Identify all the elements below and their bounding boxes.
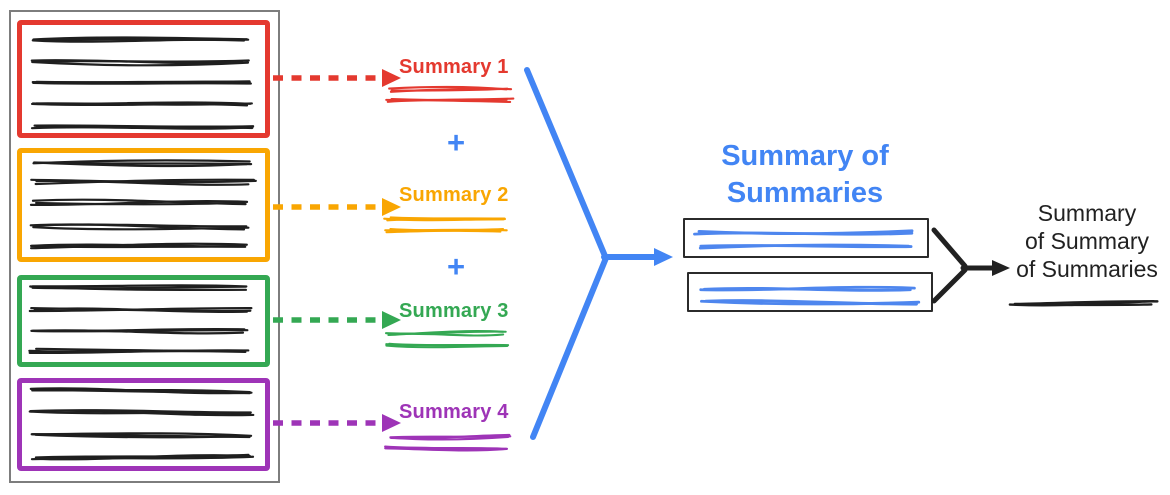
document-2-dashed-arrow bbox=[273, 198, 401, 216]
document-1-text-scribbles bbox=[30, 36, 255, 130]
source-documents-container bbox=[9, 10, 280, 483]
summary-of-summaries-scribble-1 bbox=[693, 229, 914, 250]
summary-1-label: Summary 1 bbox=[399, 56, 509, 78]
document-4-dashed-arrow bbox=[273, 414, 401, 432]
summary-of-summaries-scribble-2 bbox=[699, 285, 921, 306]
summary-4-scribble bbox=[384, 433, 512, 452]
summary-2-label: Summary 2 bbox=[399, 184, 509, 206]
document-4-text-scribbles bbox=[28, 387, 255, 461]
final-summary-label: Summary of Summary of Summaries bbox=[1016, 200, 1158, 282]
summary-of-summaries-box-1 bbox=[683, 218, 929, 258]
summary-3-scribble bbox=[384, 330, 510, 349]
summary-of-summaries-title: Summary of Summaries bbox=[721, 140, 889, 209]
document-3-box bbox=[17, 275, 270, 367]
summary-of-summaries-box-2 bbox=[687, 272, 933, 312]
document-1-box bbox=[17, 20, 270, 138]
summary-2-scribble bbox=[383, 216, 508, 234]
plus-operator-2: + bbox=[446, 249, 466, 284]
summary-3-label: Summary 3 bbox=[399, 300, 509, 322]
plus-operator-1: + bbox=[446, 125, 466, 160]
summary-1-scribble bbox=[385, 85, 515, 104]
final-merge-arrow bbox=[931, 227, 1010, 304]
document-2-box bbox=[17, 148, 270, 262]
summary-4-label: Summary 4 bbox=[399, 401, 509, 423]
document-2-text-scribbles bbox=[29, 159, 257, 250]
document-3-dashed-arrow bbox=[273, 311, 401, 329]
document-3-text-scribbles bbox=[28, 284, 253, 355]
final-summary-scribble bbox=[1008, 299, 1159, 307]
document-1-dashed-arrow bbox=[273, 69, 401, 87]
document-4-box bbox=[17, 378, 270, 471]
merge-arrow bbox=[524, 67, 673, 440]
